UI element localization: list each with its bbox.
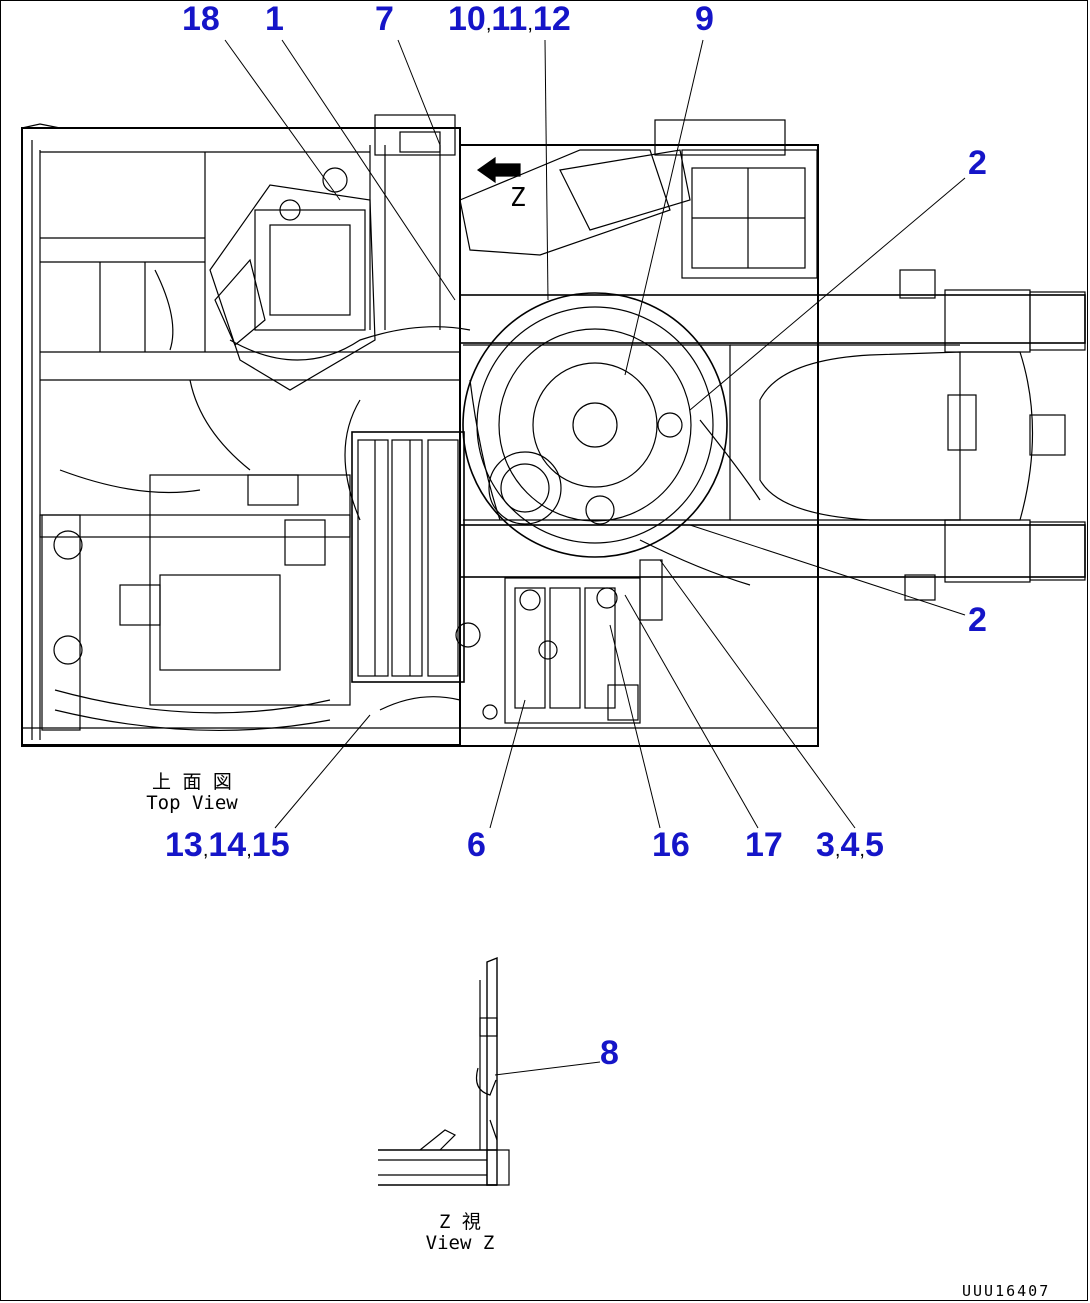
view-z-detail — [378, 956, 510, 1186]
callout-6: 6 — [467, 826, 486, 864]
callout-16: 16 — [652, 826, 690, 864]
view-z-caption-en: View Z — [425, 1231, 495, 1254]
callout-12: 12 — [532, 0, 571, 38]
top-view-caption: 上 面 図 Top View — [132, 772, 252, 814]
separator: , — [485, 13, 492, 35]
separator: , — [202, 839, 209, 861]
callout-13: 13 — [165, 826, 203, 864]
drawing-code: UUU16407 — [962, 1282, 1051, 1300]
callout-3: 3 — [816, 826, 835, 864]
top-view-caption-en: Top View — [146, 791, 238, 814]
callout-13-14-15: 13,14,15 — [165, 828, 290, 862]
separator: , — [834, 839, 841, 861]
callout-3-4-5: 3,4,5 — [816, 828, 884, 862]
callout-4: 4 — [840, 826, 860, 864]
callout-5: 5 — [864, 826, 884, 864]
callout-7: 7 — [375, 0, 394, 38]
separator: , — [246, 839, 252, 861]
callout-15: 15 — [251, 826, 290, 864]
callout-18: 18 — [182, 0, 220, 38]
callout-2-lower: 2 — [968, 601, 987, 639]
view-z-caption-jp: Z 視 — [439, 1211, 481, 1233]
callout-10: 10 — [448, 0, 486, 38]
callout-8: 8 — [600, 1034, 619, 1072]
view-z-caption: Z 視 View Z — [415, 1212, 505, 1254]
separator: , — [859, 839, 865, 861]
top-view-caption-jp: 上 面 図 — [152, 771, 232, 793]
callout-9: 9 — [695, 0, 714, 38]
machine-top-view — [21, 114, 1086, 747]
view-z-arrow-label: Z — [510, 183, 526, 213]
callout-2-upper: 2 — [968, 144, 987, 182]
callout-10-11-12: 10,11,12 — [448, 2, 571, 36]
callout-11: 11 — [491, 0, 528, 38]
leader-lines — [224, 39, 966, 1076]
callout-14: 14 — [208, 826, 247, 864]
separator: , — [527, 13, 533, 35]
callout-17: 17 — [745, 826, 783, 864]
callout-1: 1 — [265, 0, 284, 38]
